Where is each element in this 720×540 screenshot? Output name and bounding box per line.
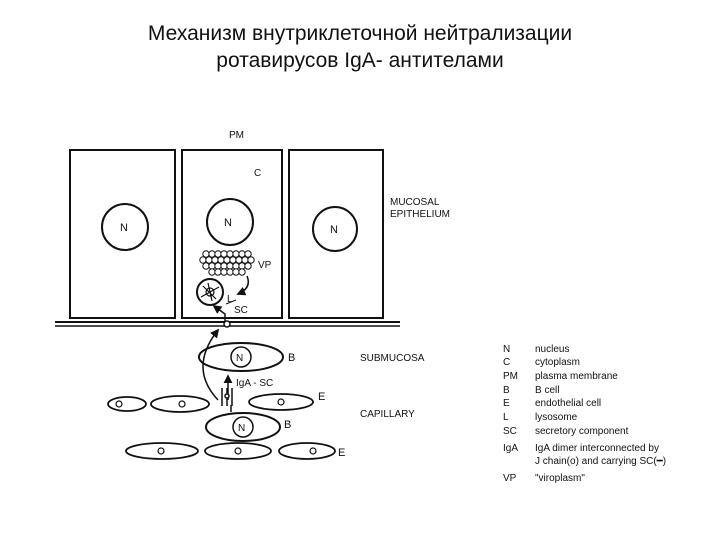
nucleus-center: [206, 198, 254, 246]
b-cell-upper-nucleus-label: N: [236, 353, 243, 364]
epithelial-cell-right: [288, 149, 384, 319]
nucleus-label-right: N: [330, 224, 338, 236]
legend-desc-7: IgA dimer interconnected by: [535, 443, 659, 454]
legend-abbr-6: SC: [503, 426, 517, 437]
legend: N nucleus C cytoplasm PM plasma membrane…: [503, 344, 666, 484]
legend-abbr-9: VP: [503, 473, 517, 484]
epithelial-cell-center: [181, 149, 283, 319]
iga-sc-label: IgA - SC: [236, 378, 273, 389]
capillary-lower-nuclei: [157, 447, 317, 455]
legend-desc-9: "viroplasm": [535, 473, 585, 484]
mucosal-epithelium-label-2: EPITHELIUM: [390, 209, 450, 220]
legend-desc-2: plasma membrane: [535, 371, 618, 382]
b-cell-lower-label: B: [284, 419, 291, 431]
legend-desc-0: nucleus: [535, 344, 569, 355]
legend-desc-8: J chain(o) and carrying SC(━): [535, 456, 666, 467]
viroplasm-to-lysosome-arrow: [236, 275, 250, 296]
lysosome-label: L: [227, 294, 233, 305]
lysosome-contents: [200, 282, 220, 302]
title-line-2: ротавирусов IgA- антителами: [216, 49, 504, 72]
legend-abbr-2: PM: [503, 371, 518, 382]
mucosal-epithelium-label-1: MUCOSAL: [390, 197, 440, 208]
legend-abbr-4: E: [503, 398, 510, 409]
legend-desc-6: secretory component: [535, 426, 629, 437]
capillary-upper-nuclei: [115, 398, 285, 408]
epithelial-cell-left: [69, 149, 176, 319]
submucosa-label: SUBMUCOSA: [360, 353, 425, 364]
nucleus-right: [312, 206, 358, 252]
legend-abbr-0: N: [503, 344, 510, 355]
b-cell-upper-label: B: [288, 352, 295, 364]
b-cell-upper-nucleus: [230, 346, 252, 368]
legend-desc-4: endothelial cell: [535, 398, 601, 409]
iga-to-epithelium-arrow: [202, 328, 220, 401]
viroplasm-cluster: [199, 250, 255, 276]
slide-title: Механизм внутриклеточной нейтрализации р…: [0, 20, 720, 74]
legend-desc-5: lysosome: [535, 412, 578, 423]
capillary-label: CAPILLARY: [360, 409, 415, 420]
nucleus-label-left: N: [120, 222, 128, 234]
legend-desc-1: cytoplasm: [535, 357, 580, 368]
endothelial-cell-label-upper: E: [318, 391, 325, 403]
legend-abbr-5: L: [503, 412, 509, 423]
sc-vesicle-pointer: [225, 299, 237, 305]
title-line-1: Механизм внутриклеточной нейтрализации: [147, 22, 573, 45]
legend-abbr-1: C: [503, 357, 510, 368]
b-cell-lower-nucleus: [232, 416, 254, 438]
nucleus-left: [101, 203, 149, 251]
sc-bound-iga-at-membrane: [223, 320, 231, 328]
transcytosis-route: [212, 304, 226, 322]
plasma-membrane-label: PM: [229, 130, 244, 141]
legend-abbr-3: B: [503, 385, 510, 396]
nucleus-label-center: N: [224, 217, 232, 229]
legend-abbr-7: IgA: [503, 443, 518, 454]
legend-desc-3: B cell: [535, 385, 559, 396]
secretory-component-label: SC: [234, 305, 248, 316]
viroplasm-label: VP: [258, 260, 272, 271]
cytoplasm-label: C: [254, 168, 261, 179]
iga-dimer: [221, 388, 233, 406]
capillary-lower: [125, 442, 336, 460]
b-cell-lower-nucleus-label: N: [238, 423, 245, 434]
endothelial-cell-label-lower: E: [338, 447, 345, 459]
